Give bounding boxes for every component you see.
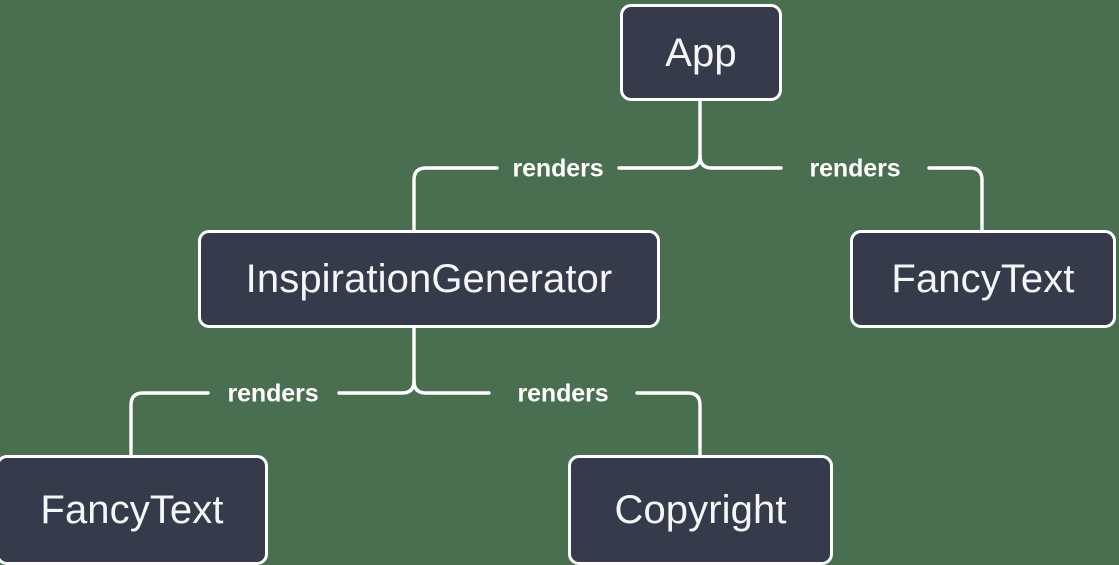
node-app-label: App xyxy=(665,30,737,75)
edge-label-app-to-fancytext-right: renders xyxy=(809,154,901,183)
edge-label-inspiration-to-copyright: renders xyxy=(517,379,609,408)
edge-app-to-fancytext-right xyxy=(698,154,984,232)
node-fancytext-right-label: FancyText xyxy=(891,257,1075,301)
node-fancytext-right[interactable]: FancyText xyxy=(850,230,1116,328)
node-inspiration-generator-label: InspirationGenerator xyxy=(245,257,613,301)
node-fancytext-bottom[interactable]: FancyText xyxy=(0,455,268,565)
edge-inspiration-to-copyright xyxy=(412,379,702,457)
node-copyright-label: Copyright xyxy=(614,488,787,532)
node-app[interactable]: App xyxy=(620,4,782,101)
node-inspiration-generator[interactable]: InspirationGenerator xyxy=(198,230,660,328)
node-fancytext-bottom-label: FancyText xyxy=(40,488,224,532)
edge-label-inspiration-to-fancytext-bottom: renders xyxy=(227,379,319,408)
edge-label-app-to-inspiration: renders xyxy=(512,154,604,183)
node-copyright[interactable]: Copyright xyxy=(568,455,833,565)
